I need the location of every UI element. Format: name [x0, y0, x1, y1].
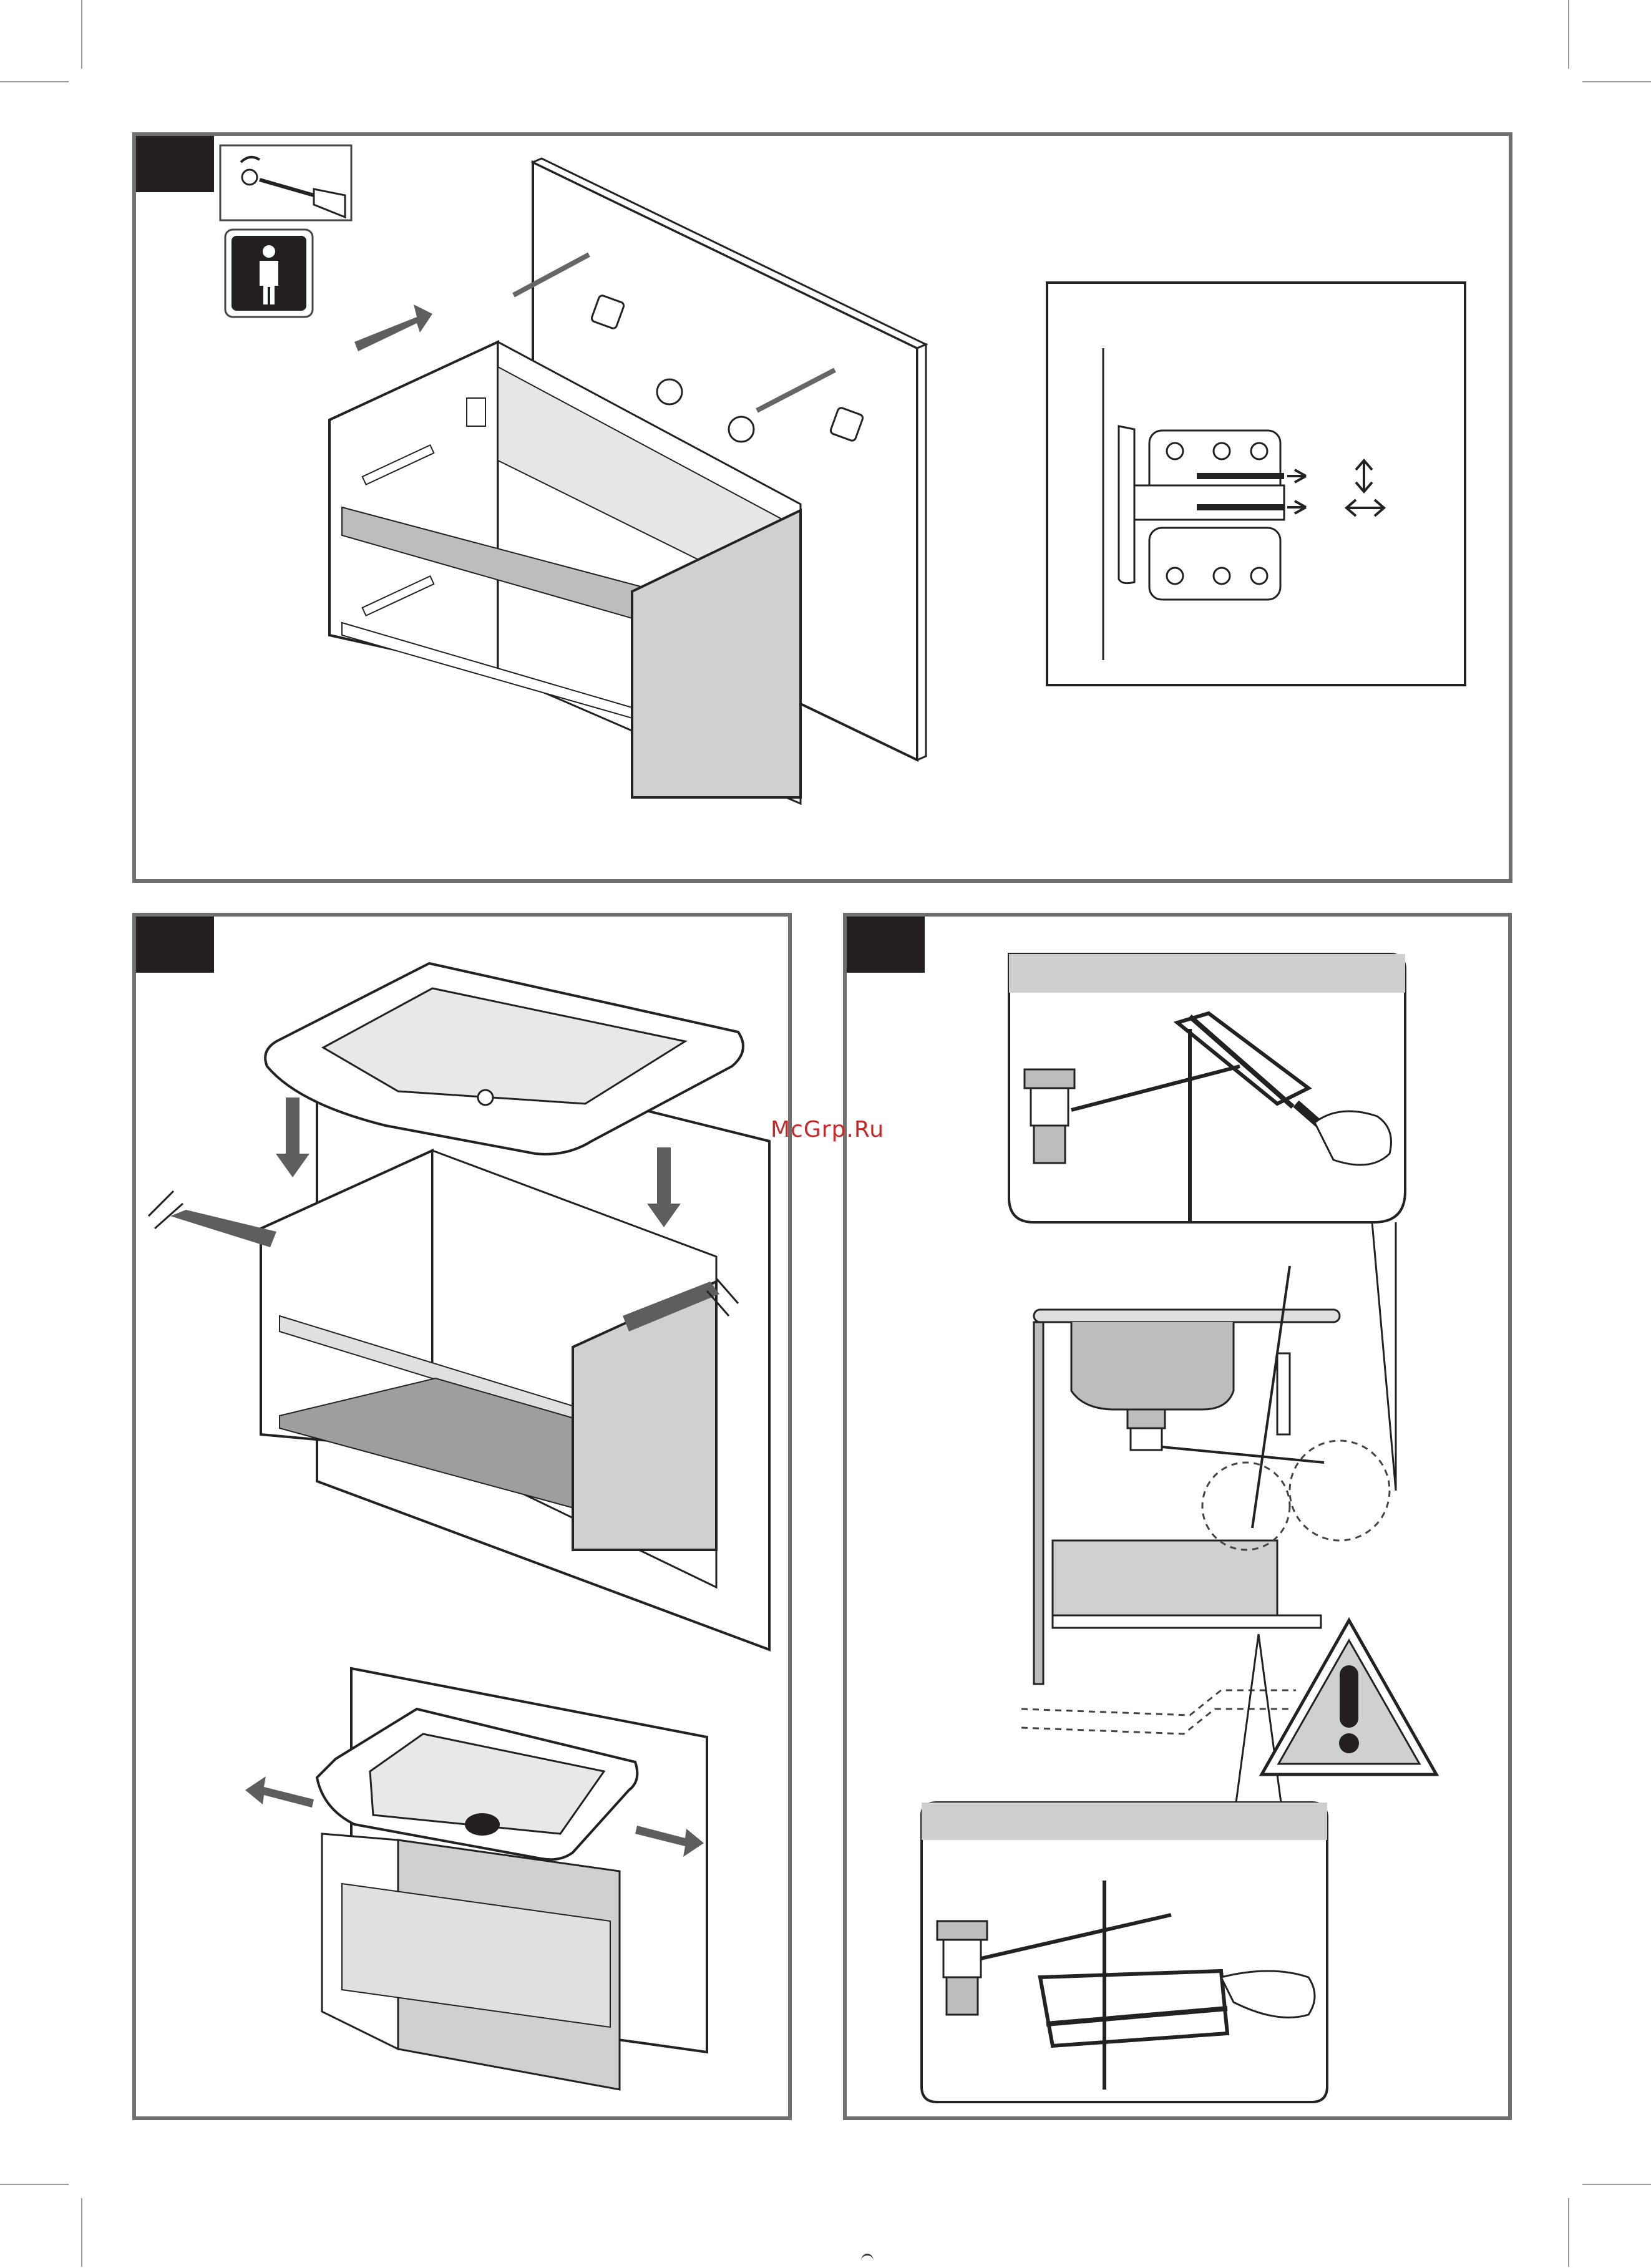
crop-mark — [81, 0, 82, 69]
step-1-panel — [132, 132, 1512, 883]
page-marker — [861, 2254, 874, 2268]
step-3-panel — [843, 913, 1512, 2120]
crop-mark — [1568, 2198, 1569, 2267]
crop-mark — [81, 2198, 82, 2267]
crop-mark — [1568, 0, 1569, 69]
crop-mark — [1582, 81, 1651, 82]
step-2-illustration — [136, 917, 788, 2118]
crop-mark — [1582, 2184, 1651, 2185]
one-person-icon — [225, 230, 313, 317]
crop-mark — [0, 2184, 69, 2185]
saw-cut-top-detail — [1009, 954, 1405, 1222]
crop-mark — [0, 81, 69, 82]
screwdriver-icon — [220, 145, 351, 220]
warning-icon — [1262, 1620, 1436, 1774]
watermark-text: McGrp.Ru — [771, 1117, 884, 1142]
step-1-illustration — [136, 136, 1509, 878]
step-2-panel — [132, 913, 792, 2120]
step-3-illustration — [847, 917, 1508, 2118]
saw-cut-bottom-detail — [922, 1803, 1327, 2102]
bracket-adjustment-detail — [1047, 283, 1465, 685]
